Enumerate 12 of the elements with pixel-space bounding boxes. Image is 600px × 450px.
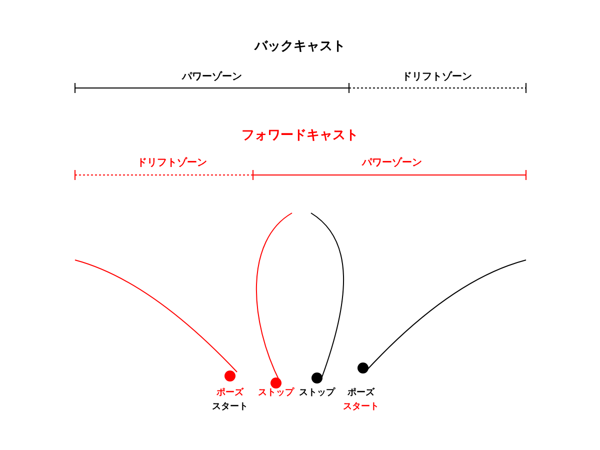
point-label: スタート [212, 403, 248, 413]
point-label: ポーズ [216, 389, 244, 399]
point-label: ポーズ [348, 389, 374, 399]
zone-label: ドリフトゾーン [402, 72, 472, 82]
zone-label: パワーゾーン [362, 158, 422, 168]
point-label: スタート [343, 403, 379, 413]
zone-label: パワーゾーン [182, 72, 242, 82]
heading: バックキャスト [254, 40, 346, 54]
heading: フォワードキャスト [242, 128, 358, 144]
point-label: ストップ [258, 389, 294, 399]
point-label: ストップ [299, 389, 335, 399]
zone-label: ドリフトゾーン [137, 158, 207, 168]
